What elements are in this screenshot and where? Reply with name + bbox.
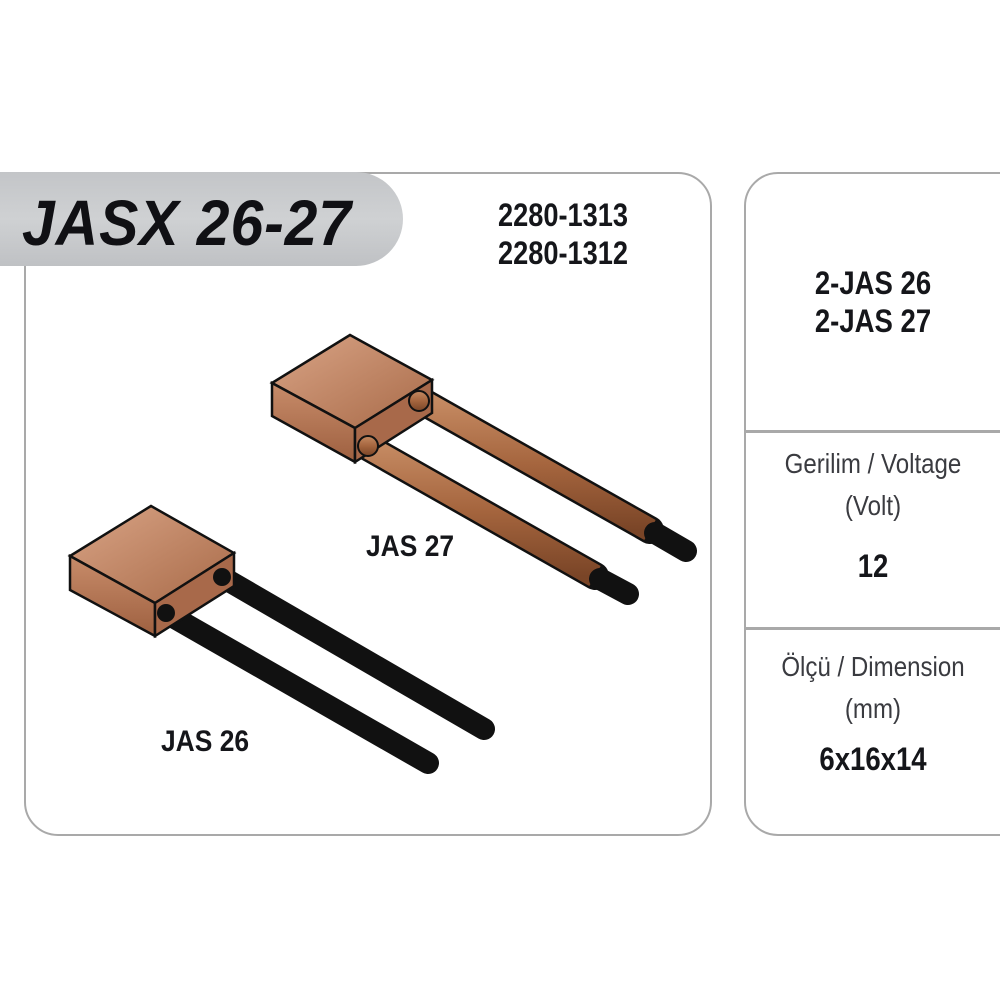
spec-contents: 2-JAS 26 2-JAS 27 — [746, 264, 1000, 340]
voltage-unit: (Volt) — [844, 490, 902, 521]
title-banner: JASX 26-27 — [0, 172, 403, 266]
contents-item-2: 2-JAS 27 — [814, 303, 932, 339]
spec-divider-2 — [744, 627, 1000, 630]
product-title: JASX 26-27 — [22, 187, 352, 259]
part-codes: 2280-1313 2280-1312 — [482, 196, 644, 272]
label-jas26: JAS 26 — [161, 725, 250, 758]
dimension-label: Ölçü / Dimension — [781, 651, 965, 682]
voltage-label: Gerilim / Voltage — [784, 448, 962, 479]
spec-divider-1 — [744, 430, 1000, 433]
voltage-value: 12 — [857, 548, 889, 584]
dimension-unit: (mm) — [844, 693, 902, 724]
contents-item-1: 2-JAS 26 — [814, 265, 932, 301]
label-jas27: JAS 27 — [366, 530, 455, 563]
dimension-value: 6x16x14 — [819, 741, 927, 777]
spec-voltage: Gerilim / Voltage (Volt) 12 — [746, 443, 1000, 585]
part-code-2: 2280-1312 — [497, 235, 629, 271]
spec-dimension: Ölçü / Dimension (mm) 6x16x14 — [746, 646, 1000, 778]
brush-jas27-icon — [269, 333, 697, 605]
part-code-1: 2280-1313 — [497, 197, 629, 233]
specs-panel — [744, 172, 1000, 836]
brush-jas26-icon — [67, 504, 495, 774]
